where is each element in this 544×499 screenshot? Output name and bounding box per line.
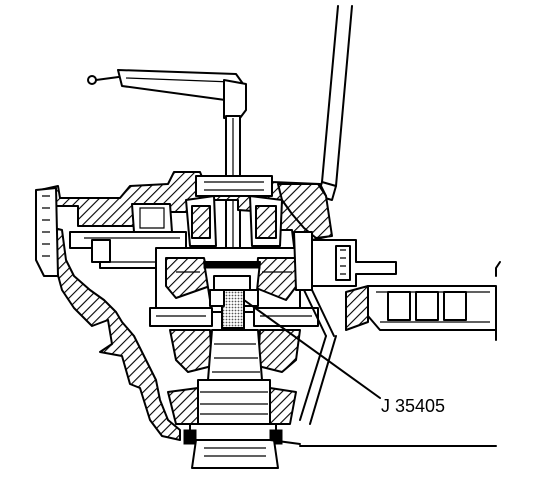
callout-leader xyxy=(243,299,381,399)
pinion-shaft xyxy=(167,379,297,469)
pinion-gear xyxy=(169,329,301,381)
differential-case xyxy=(155,247,321,313)
cross-pin xyxy=(149,307,319,327)
side-gear-left xyxy=(165,257,211,299)
side-bearing-right xyxy=(345,261,501,341)
housing-right-wall xyxy=(277,183,333,239)
support-rod xyxy=(317,5,353,201)
housing-lower-right xyxy=(269,335,337,445)
ring-gear-right xyxy=(293,231,397,337)
pinion-yoke xyxy=(191,439,279,469)
indicator-tip xyxy=(87,75,97,85)
indicator-elbow xyxy=(223,79,247,119)
tool-callout-label: J 35405 xyxy=(381,396,446,416)
